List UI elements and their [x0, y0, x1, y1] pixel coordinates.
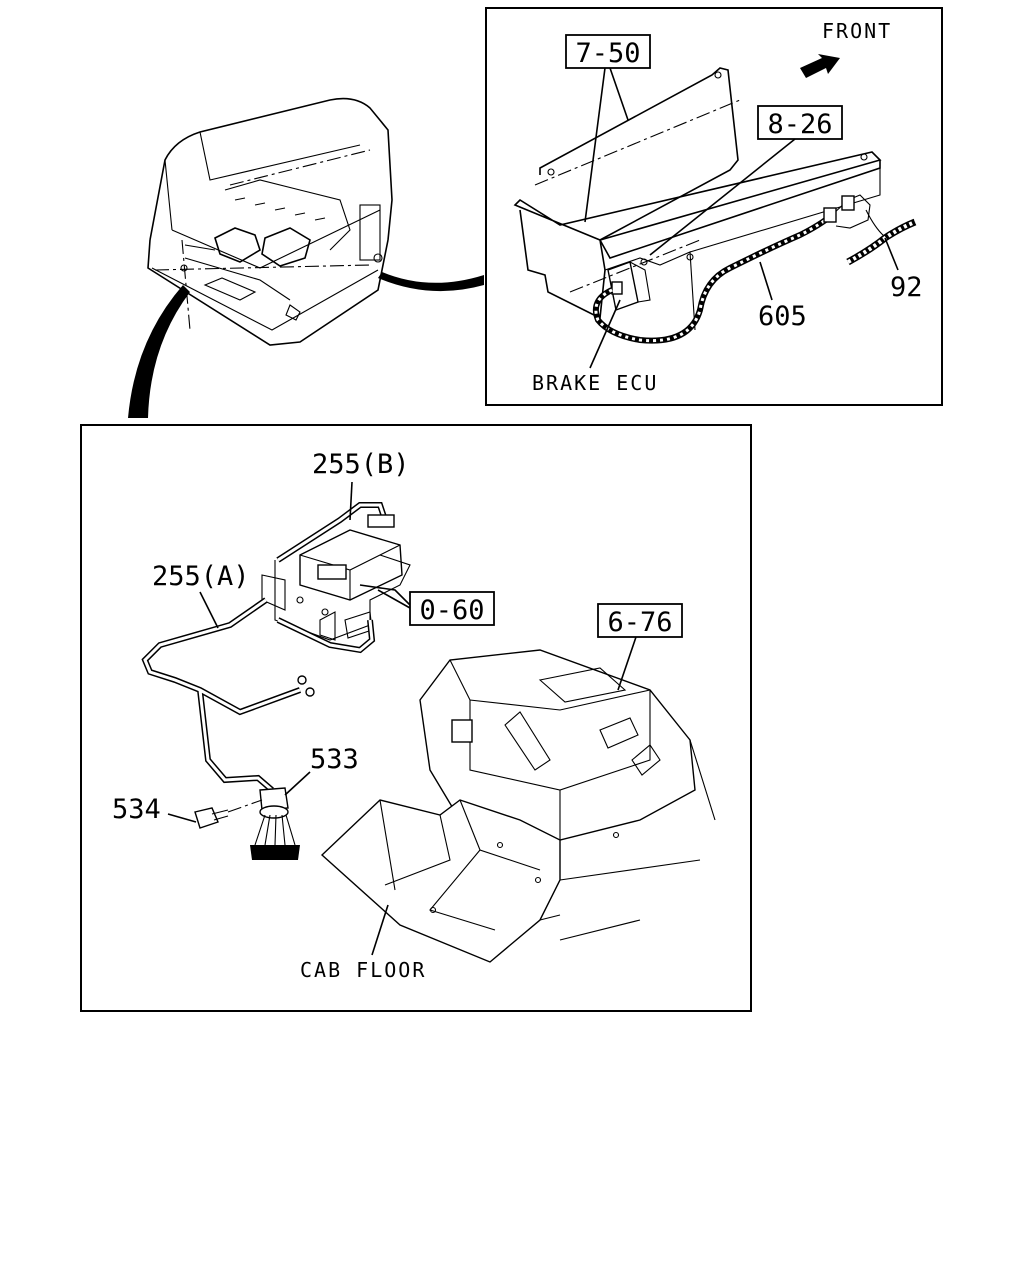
- leader-8-26: [649, 138, 796, 256]
- part-533-label: 533: [310, 744, 359, 775]
- leader-6-76: [617, 636, 637, 691]
- ref-box-8-26: [757, 105, 843, 140]
- leader-255b: [349, 481, 353, 521]
- front-arrow-icon: [800, 54, 840, 78]
- leader-to-cab-floor-detail: [128, 285, 190, 418]
- part-255b-label: 255(B): [312, 449, 410, 480]
- part-92-label: 92: [890, 272, 923, 303]
- leader-605: [759, 261, 773, 301]
- leader-533: [284, 771, 311, 796]
- ref-7-50-label: 7-50: [575, 38, 640, 69]
- ref-0-60-label: 0-60: [419, 595, 484, 626]
- part-534-label: 534: [112, 794, 161, 825]
- leader-255a: [199, 591, 219, 629]
- part-605-label: 605: [758, 301, 807, 332]
- brake-ecu-detail-drawing: [513, 54, 917, 344]
- brake-ecu-detail-frame: [485, 7, 943, 406]
- brake-ecu-label: BRAKE ECU: [532, 371, 658, 395]
- cab-floor-label: CAB FLOOR: [300, 958, 426, 982]
- ref-box-0-60: [409, 591, 495, 626]
- leader-7-50: [584, 67, 629, 223]
- leader-534: [167, 813, 197, 823]
- ref-8-26-label: 8-26: [767, 109, 832, 140]
- ref-box-7-50: [565, 34, 651, 69]
- cab-overview-drawing: [147, 97, 393, 346]
- leader-brake-ecu: [589, 299, 621, 369]
- part-255a-label: 255(A): [152, 561, 250, 592]
- ref-box-6-76: [597, 603, 683, 638]
- leader-0-60: [359, 584, 411, 609]
- leader-to-brake-detail: [378, 272, 484, 292]
- cab-floor-detail-frame: [80, 424, 752, 1012]
- ref-6-76-label: 6-76: [607, 607, 672, 638]
- cab-floor-detail-drawing: [141, 502, 716, 963]
- front-label: FRONT: [822, 19, 892, 43]
- leader-92: [884, 237, 899, 271]
- leader-cab-floor: [371, 904, 389, 956]
